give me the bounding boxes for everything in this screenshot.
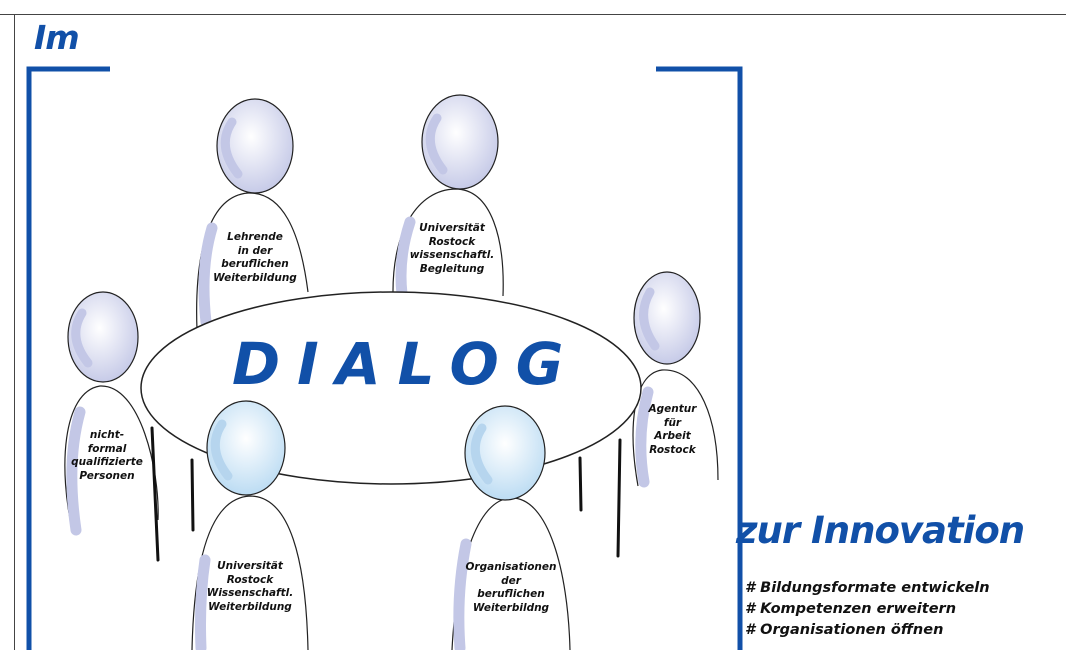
label-line: Agentur [648, 403, 697, 415]
label-line: Personen [79, 469, 135, 482]
person-organisationen [451, 405, 571, 650]
label-line: Universität [419, 222, 485, 234]
label-line: wissenschaftl. [409, 249, 495, 261]
title: Im [34, 18, 80, 57]
label-line: Wissenschaftl. [206, 587, 294, 599]
label-line: Rostock [226, 573, 274, 586]
label-line: Weiterbildung [208, 600, 292, 613]
label-line: Rostock [428, 235, 476, 248]
participant-label-agentur: Agentur für Arbeit Rostock [635, 403, 710, 457]
label-line: Rostock [649, 443, 696, 456]
table-legs [150, 426, 622, 562]
label-line: Lehrende [227, 231, 283, 243]
goal-item: # Organisationen öffnen [745, 622, 944, 638]
dialog-word: DIALOG [232, 330, 581, 398]
participant-label-uni-begleitung: Universität Rostock wissenschaftl. Begle… [397, 222, 507, 276]
person-agentur [632, 271, 719, 488]
label-line: Begleitung [419, 262, 485, 275]
person-uni-begleitung [392, 94, 504, 300]
subtitle: zur Innovation [736, 509, 1025, 552]
person-lehrende [196, 98, 309, 331]
participant-label-nichtformal: nicht- formal qualifizierte Personen [62, 429, 152, 483]
label-line: Arbeit [654, 430, 691, 442]
left-bracket [26, 66, 110, 650]
goal-item: # Kompetenzen erweitern [745, 601, 957, 617]
label-line: für [663, 416, 682, 429]
label-line: nicht- [89, 429, 125, 441]
label-line: Weiterbildng [472, 601, 550, 614]
person-uni-weiterbildung [191, 400, 309, 650]
participant-label-uni-weiterbildung: Universität Rostock Wissenschaftl. Weite… [200, 560, 300, 614]
frame-left-line [14, 14, 15, 650]
label-line: der [501, 574, 521, 587]
goals-list: # Bildungsformate entwickeln # Kompetenz… [745, 578, 990, 641]
frame-top-line [0, 14, 1066, 15]
person-nichtformal [64, 291, 159, 536]
participant-label-lehrende: Lehrende in der beruflichen Weiterbildun… [205, 231, 305, 285]
label-line: Organisationen [465, 561, 557, 573]
label-line: beruflichen [221, 258, 289, 270]
label-line: formal [87, 442, 127, 455]
participant-label-organisationen: Organisationen der beruflichen Weiterbil… [456, 561, 566, 615]
label-line: Universität [217, 560, 283, 572]
label-line: beruflichen [477, 588, 545, 600]
label-line: qualifizierte [71, 456, 143, 468]
label-line: in der [237, 244, 273, 257]
right-bracket [656, 66, 743, 650]
goal-item: # Bildungsformate entwickeln [745, 580, 990, 596]
label-line: Weiterbildung [213, 271, 297, 284]
